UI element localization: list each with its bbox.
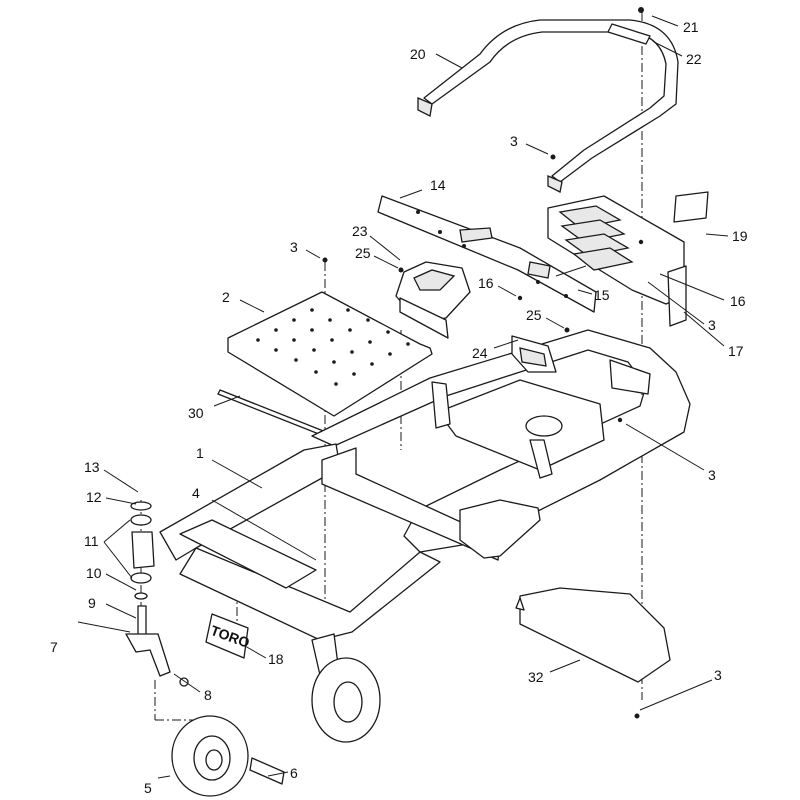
wheel-spacer [249, 757, 285, 785]
decal [673, 191, 709, 223]
main-frame [159, 329, 691, 641]
callout-9: 9 [88, 595, 96, 611]
floor-plate-holes [256, 308, 410, 386]
callout-6: 6 [290, 765, 298, 781]
side-bracket [667, 265, 687, 327]
callout-15: 15 [594, 287, 610, 303]
callout-25-a: 25 [355, 245, 371, 261]
callout-25-b: 25 [526, 307, 542, 323]
grille-panel [511, 335, 557, 373]
callout-3-e: 3 [714, 667, 722, 683]
callout-8: 8 [204, 687, 212, 703]
callout-12: 12 [86, 489, 102, 505]
callout-24: 24 [472, 345, 488, 361]
front-wheel-left [171, 715, 249, 797]
front-caster-left [125, 501, 189, 687]
bolt-under-bar [550, 154, 556, 160]
callout-32: 32 [528, 669, 544, 685]
callout-16-a: 16 [478, 275, 494, 291]
front-wheel-right [311, 633, 381, 743]
axle-bolt-left [77, 621, 131, 633]
callout-3-d: 3 [708, 467, 716, 483]
seat-mount-rail [377, 195, 597, 313]
callout-10: 10 [86, 565, 102, 581]
toro-logo-plate: TORO [205, 613, 252, 659]
leader-lines [103, 15, 729, 779]
callout-4: 4 [192, 485, 200, 501]
callout-18: 18 [268, 651, 284, 667]
lower-shield [515, 587, 671, 683]
callout-labels: 21 22 20 3 14 19 23 25 3 16 15 16 2 25 3… [50, 19, 748, 796]
callout-7: 7 [50, 639, 58, 655]
callout-3-a: 3 [510, 133, 518, 149]
callout-14: 14 [430, 177, 446, 193]
callout-21: 21 [683, 19, 699, 35]
callout-16-b: 16 [730, 293, 746, 309]
callout-1: 1 [196, 445, 204, 461]
pin [555, 265, 587, 277]
mounting-plate [607, 23, 651, 45]
floor-plate [227, 291, 433, 417]
callout-22: 22 [686, 51, 702, 67]
callout-3-c: 3 [708, 317, 716, 333]
callout-13: 13 [84, 459, 100, 475]
fasteners [322, 239, 644, 719]
callout-17: 17 [728, 343, 744, 359]
callout-19: 19 [732, 228, 748, 244]
callout-11: 11 [84, 533, 99, 549]
callout-3-b: 3 [290, 239, 298, 255]
footrest-cover [179, 519, 317, 589]
rops-loop-bar [417, 19, 679, 193]
callout-20: 20 [410, 46, 426, 62]
bolt-top [638, 7, 644, 13]
control-plate [431, 379, 605, 479]
callout-30: 30 [188, 405, 204, 421]
vent-housing [395, 261, 471, 339]
callout-5: 5 [144, 780, 152, 796]
callout-2: 2 [222, 289, 230, 305]
callout-23: 23 [352, 223, 368, 239]
